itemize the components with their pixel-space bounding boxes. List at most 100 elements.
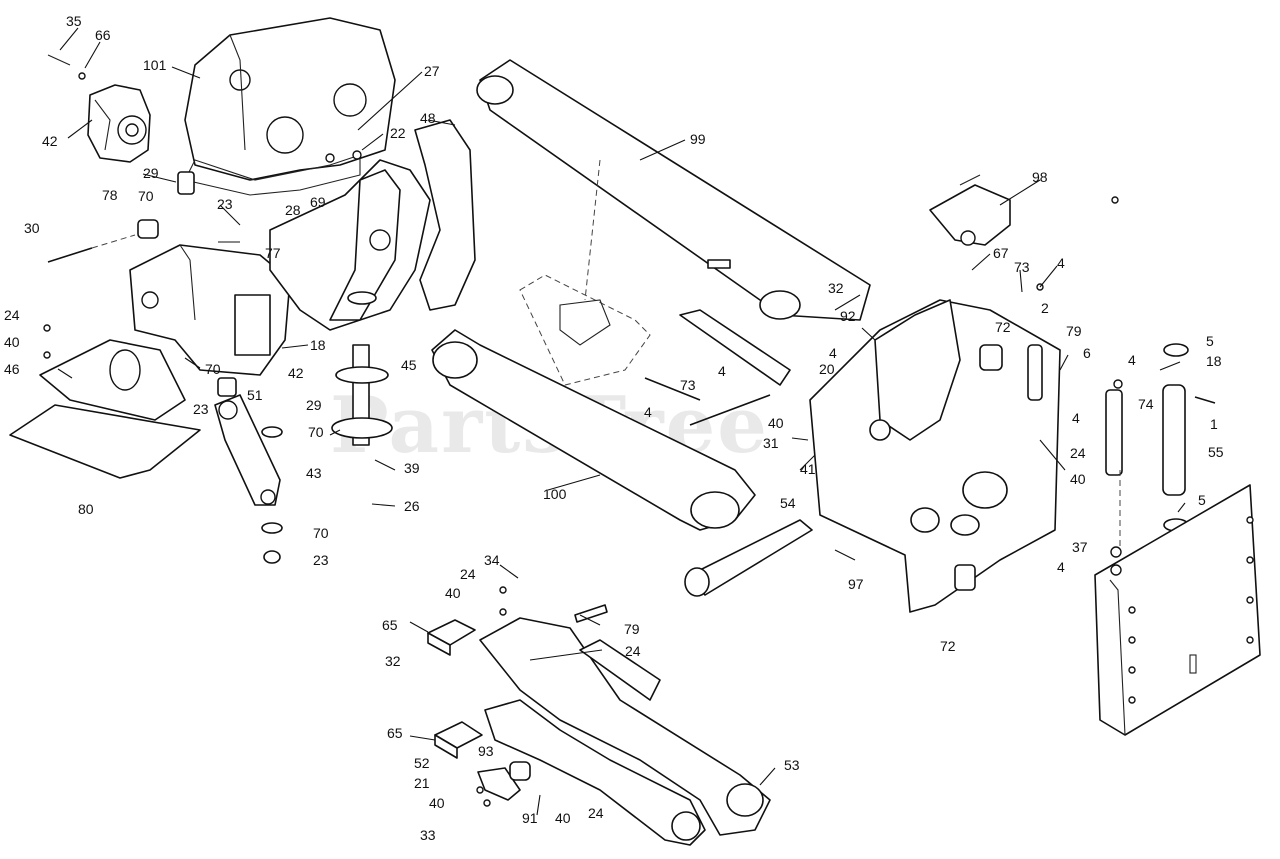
callout-40-left: 40 xyxy=(4,334,20,350)
callout-31: 31 xyxy=(763,435,779,451)
callout-39: 39 xyxy=(404,460,420,476)
hydraulic-pump xyxy=(87,84,151,163)
callout-33: 33 xyxy=(420,827,436,843)
callout-99: 99 xyxy=(690,131,706,147)
pad-65-lower xyxy=(434,721,483,759)
callout-24-frame: 24 xyxy=(1070,445,1086,461)
skid-plate xyxy=(9,404,201,479)
bolt-30 xyxy=(47,234,136,263)
callout-40-arm-low: 40 xyxy=(429,795,445,811)
callout-80: 80 xyxy=(78,501,94,517)
swing-cylinder xyxy=(214,394,281,506)
main-boom xyxy=(476,59,871,321)
link-rod xyxy=(644,309,791,426)
callout-29-upper: 29 xyxy=(143,165,159,181)
bushing-78 xyxy=(137,219,159,239)
callout-18-right: 18 xyxy=(1206,353,1222,369)
callout-53: 53 xyxy=(784,757,800,773)
callout-41: 41 xyxy=(800,461,816,477)
spindle-assembly xyxy=(331,291,393,446)
callout-42-mid: 42 xyxy=(288,365,304,381)
callout-1: 1 xyxy=(1210,416,1218,432)
callout-72-upper: 72 xyxy=(995,319,1011,335)
callout-67: 67 xyxy=(993,245,1009,261)
callout-4-rod: 4 xyxy=(718,363,726,379)
callout-5-upper: 5 xyxy=(1206,333,1214,349)
callout-28: 28 xyxy=(285,202,301,218)
callout-4-rod-left: 4 xyxy=(644,404,652,420)
callout-23-low: 23 xyxy=(313,552,329,568)
callout-4-upper: 4 xyxy=(1057,255,1065,271)
callout-30: 30 xyxy=(24,220,40,236)
plate-outline xyxy=(519,274,651,386)
callout-32-upper: 32 xyxy=(828,280,844,296)
callout-78: 78 xyxy=(102,187,118,203)
callout-42-pump: 42 xyxy=(42,133,58,149)
callout-70-mid: 70 xyxy=(205,361,221,377)
callout-24-arm-mid: 24 xyxy=(625,643,641,659)
callout-100: 100 xyxy=(543,486,567,502)
callout-6: 6 xyxy=(1083,345,1091,361)
callout-98: 98 xyxy=(1032,169,1048,185)
callout-79-upper: 79 xyxy=(1066,323,1082,339)
callout-23-upper: 23 xyxy=(217,196,233,212)
callout-23-mid: 23 xyxy=(193,401,209,417)
callout-45: 45 xyxy=(401,357,417,373)
callout-18-left: 18 xyxy=(310,337,326,353)
callout-97: 97 xyxy=(848,576,864,592)
callout-52: 52 xyxy=(414,755,430,771)
callout-21: 21 xyxy=(414,775,430,791)
callout-2: 2 xyxy=(1041,300,1049,316)
callout-79-lower: 79 xyxy=(624,621,640,637)
callout-40-arm-bottom: 40 xyxy=(555,810,571,826)
callout-74: 74 xyxy=(1138,396,1154,412)
callout-4-pin: 4 xyxy=(1128,352,1136,368)
callout-91: 91 xyxy=(522,810,538,826)
loader-arm xyxy=(479,617,771,846)
lower-boom xyxy=(431,329,813,597)
callout-43: 43 xyxy=(306,465,322,481)
callout-29-mid: 29 xyxy=(306,397,322,413)
callout-labels: 35 66 101 42 27 22 48 99 29 70 78 23 28 … xyxy=(4,13,1224,843)
callout-37: 37 xyxy=(1072,539,1088,555)
small-hardware xyxy=(43,150,1216,807)
bracket-98 xyxy=(929,174,1011,246)
pad-65-upper xyxy=(427,619,476,656)
bolt-35 xyxy=(47,54,86,80)
callout-4-frame: 4 xyxy=(1072,410,1080,426)
callout-65-upper: 65 xyxy=(382,617,398,633)
callout-73-upper: 73 xyxy=(1014,259,1030,275)
callout-70-lowmid: 70 xyxy=(308,424,324,440)
callout-93: 93 xyxy=(478,743,494,759)
callout-40-mid: 40 xyxy=(768,415,784,431)
callout-69: 69 xyxy=(310,194,326,210)
callout-72-lower: 72 xyxy=(940,638,956,654)
callout-40-arm-top: 40 xyxy=(445,585,461,601)
callout-34: 34 xyxy=(484,552,500,568)
bolt-29 xyxy=(177,171,195,195)
callout-46: 46 xyxy=(4,361,20,377)
callout-27: 27 xyxy=(424,63,440,79)
callout-55: 55 xyxy=(1208,444,1224,460)
boom-support-frame xyxy=(269,119,476,331)
mounting-plate xyxy=(1094,484,1261,736)
callout-4-plate: 4 xyxy=(1057,559,1065,575)
callout-65-lower: 65 xyxy=(387,725,403,741)
callout-92: 92 xyxy=(840,308,856,324)
pivot-bracket xyxy=(129,244,291,376)
pin-79-lower xyxy=(574,604,608,623)
callout-20: 20 xyxy=(819,361,835,377)
callout-101: 101 xyxy=(143,57,167,73)
pin-72 xyxy=(979,344,1003,371)
callout-51: 51 xyxy=(247,387,263,403)
washer-nut-stack xyxy=(217,377,283,564)
callout-40-frame: 40 xyxy=(1070,471,1086,487)
gearbox-housing xyxy=(184,17,396,196)
pin-55 xyxy=(1162,384,1186,496)
callout-26: 26 xyxy=(404,498,420,514)
callout-22: 22 xyxy=(390,125,406,141)
pin-79 xyxy=(1027,344,1043,401)
leader-lines xyxy=(57,27,1186,816)
callout-66: 66 xyxy=(95,27,111,43)
